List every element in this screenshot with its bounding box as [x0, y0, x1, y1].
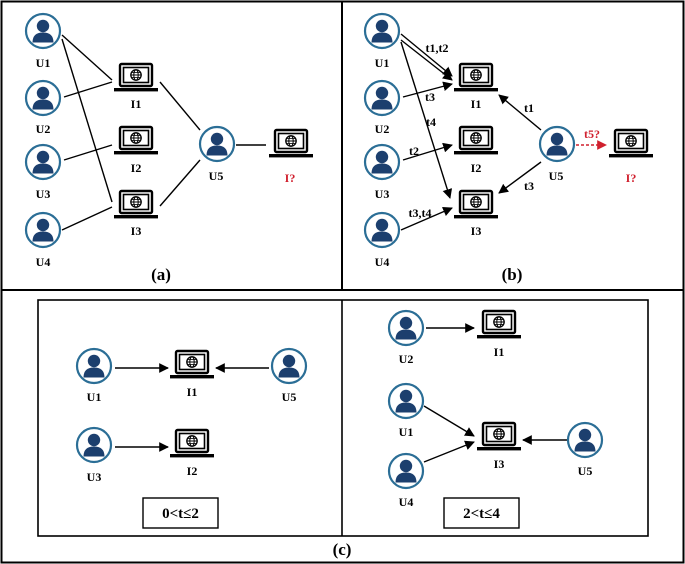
edge-label-u1-i1: t1,t2 [426, 41, 449, 55]
edge-u1-i1-b [400, 33, 453, 77]
user-u1-icon [24, 12, 62, 50]
label-c-u5-right: U5 [578, 464, 593, 478]
item-unknown-icon-b [607, 128, 655, 159]
label-u4-b: U4 [375, 255, 390, 269]
panel-b: U1 U2 U3 U4 U5 I1 I2 I3 I? t1,t2 t3 t4 t… [363, 12, 655, 284]
item-i1-icon [112, 62, 160, 93]
user-u1-icon-c-right [387, 382, 425, 420]
label-c-u4: U4 [399, 495, 414, 509]
label-u2: U2 [36, 122, 51, 136]
label-unknown-item: I? [285, 171, 296, 185]
edge-label-u5-i1: t1 [524, 101, 534, 115]
item-i3-icon [112, 189, 160, 220]
edge-label-u5-i3: t3 [524, 179, 534, 193]
panel-c-right: U2 U1 U4 U5 I1 I3 2<t≤4 [387, 309, 604, 529]
label-c-u2: U2 [399, 352, 414, 366]
label-i2: I2 [131, 161, 142, 175]
item-i1-icon-c-right [475, 309, 523, 340]
label-c-u1: U1 [87, 390, 102, 404]
edge-u1-i1-b-2 [400, 39, 453, 81]
edge-u2-i1 [63, 81, 113, 98]
edge-u4-i3 [61, 206, 113, 231]
panel-a-edges [61, 34, 266, 231]
label-i3: I3 [131, 224, 142, 238]
label-u1: U1 [36, 56, 51, 70]
user-u4-icon-b [363, 211, 401, 249]
range-box-left [142, 497, 219, 529]
label-u1-b: U1 [375, 56, 390, 70]
item-i1-icon-c [168, 349, 216, 380]
user-u3-icon-b [363, 143, 401, 181]
edge-i3-u5 [159, 159, 201, 207]
label-c-i2: I2 [187, 464, 198, 478]
user-u3-icon-c [75, 426, 113, 464]
label-c-u5: U5 [282, 390, 297, 404]
user-u5-icon [198, 125, 236, 163]
label-unknown-item-b: I? [626, 171, 637, 185]
label-u5: U5 [209, 169, 224, 183]
label-u4: U4 [36, 255, 51, 269]
edge-c-u4-i3 [423, 440, 475, 463]
label-i1: I1 [131, 97, 142, 111]
edge-u3-i2-b [402, 142, 453, 161]
label-c-i3: I3 [494, 457, 505, 471]
user-u5-icon-c-right [566, 421, 604, 459]
panel-c-left: U1 U5 U3 I1 I2 0<t≤2 [75, 347, 308, 529]
label-i1-b: I1 [471, 97, 482, 111]
edge-u5-i3-b [498, 161, 542, 194]
user-u4-icon [24, 211, 62, 249]
user-u1-icon-b [363, 12, 401, 50]
edge-u1-i1 [61, 34, 113, 81]
edge-u3-i2 [63, 144, 113, 161]
caption-b: (b) [502, 265, 523, 284]
range-box-right [443, 497, 520, 529]
edge-label-u5-unknown: t5? [584, 127, 600, 141]
item-unknown-icon [267, 128, 315, 159]
edge-u1-i3-b [400, 41, 453, 199]
panel-c-frame [37, 299, 649, 537]
caption-c: (c) [333, 540, 352, 559]
panel-c: U1 U5 U3 I1 I2 0<t≤2 U2 U1 U4 [37, 299, 649, 559]
item-i2-icon [112, 125, 160, 156]
edge-label-u4-i3: t3,t4 [409, 206, 432, 220]
user-u2-icon-b [363, 79, 401, 117]
item-i1-icon-b [452, 62, 500, 93]
label-i3-b: I3 [471, 224, 482, 238]
user-u4-icon-c [387, 452, 425, 490]
label-c-i1: I1 [187, 385, 198, 399]
user-u5-icon-b [538, 125, 576, 163]
label-c-i1-right: I1 [494, 345, 505, 359]
user-u2-icon [24, 79, 62, 117]
edge-c-u1-i3 [423, 405, 475, 437]
item-i2-icon-c [168, 428, 216, 459]
item-i2-icon-b [452, 125, 500, 156]
edge-i1-u5 [159, 81, 201, 131]
user-u2-icon-c [387, 309, 425, 347]
edge-label-u3-i2: t2 [409, 144, 419, 158]
item-i3-icon-b [452, 189, 500, 220]
user-u5-icon-c [270, 347, 308, 385]
label-u3: U3 [36, 187, 51, 201]
caption-a: (a) [151, 265, 171, 284]
label-c-u1-right: U1 [399, 425, 414, 439]
user-u1-icon-c [75, 347, 113, 385]
label-i2-b: I2 [471, 161, 482, 175]
edge-label-u2-i1: t3 [425, 90, 435, 104]
label-u3-b: U3 [375, 187, 390, 201]
edge-u4-i3-b [400, 206, 453, 231]
edge-label-u1-i3: t4 [426, 115, 436, 129]
edge-u2-i1-b [402, 81, 453, 98]
item-i3-icon-c [475, 421, 523, 452]
label-u2-b: U2 [375, 122, 390, 136]
label-u5-b: U5 [549, 169, 564, 183]
panel-a: U1 U2 U3 U4 U5 I1 I2 I3 I? (a) [24, 12, 315, 284]
range-label-left: 0<t≤2 [162, 506, 199, 522]
label-c-u3: U3 [87, 470, 102, 484]
edge-u5-i1-b [498, 94, 542, 131]
range-label-right: 2<t≤4 [463, 506, 500, 522]
panel-b-edges [400, 33, 542, 231]
edge-u1-i3 [61, 38, 113, 203]
user-u3-icon [24, 143, 62, 181]
